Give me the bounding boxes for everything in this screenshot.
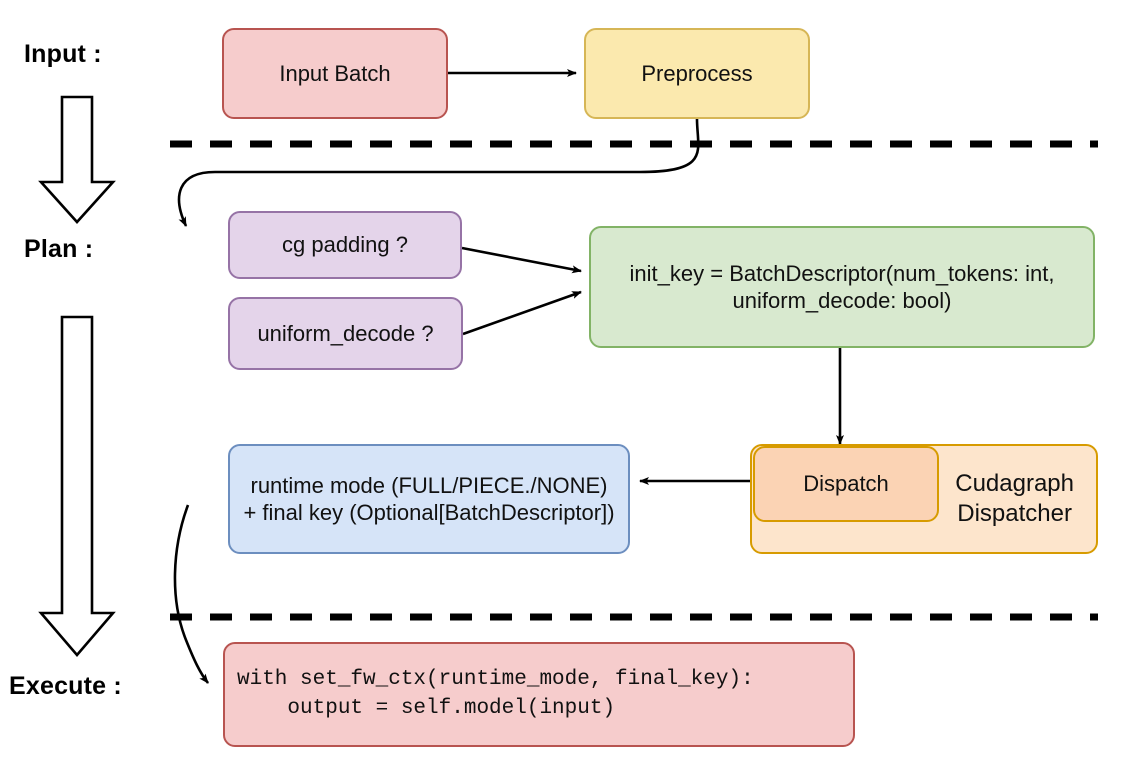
node-init-key[interactable]: init_key = BatchDescriptor(num_tokens: i… <box>589 226 1095 348</box>
node-uniform-decode[interactable]: uniform_decode ? <box>228 297 463 370</box>
arrow-preprocess-to-cg-padding <box>177 118 700 227</box>
stage-label-input: Input : <box>24 40 102 68</box>
stage-label-plan: Plan : <box>24 235 94 263</box>
arrow-runtime-mode-to-execute-code <box>173 504 210 684</box>
node-cg-padding[interactable]: cg padding ? <box>228 211 462 279</box>
node-execute-code[interactable]: with set_fw_ctx(runtime_mode, final_key)… <box>223 642 855 747</box>
stage-label-execute: Execute : <box>9 672 122 700</box>
node-preprocess[interactable]: Preprocess <box>584 28 810 119</box>
arrow-cg-padding-to-init-key <box>461 246 582 274</box>
stage-arrow-plan-to-execute <box>38 315 116 657</box>
node-runtime-mode[interactable]: runtime mode (FULL/PIECE./NONE) + final … <box>228 444 630 554</box>
node-input-batch[interactable]: Input Batch <box>222 28 448 119</box>
node-dispatch[interactable]: Dispatch <box>753 446 939 522</box>
arrow-uniform-decode-to-init-key <box>462 290 582 336</box>
stage-arrow-input-to-plan <box>38 95 116 224</box>
